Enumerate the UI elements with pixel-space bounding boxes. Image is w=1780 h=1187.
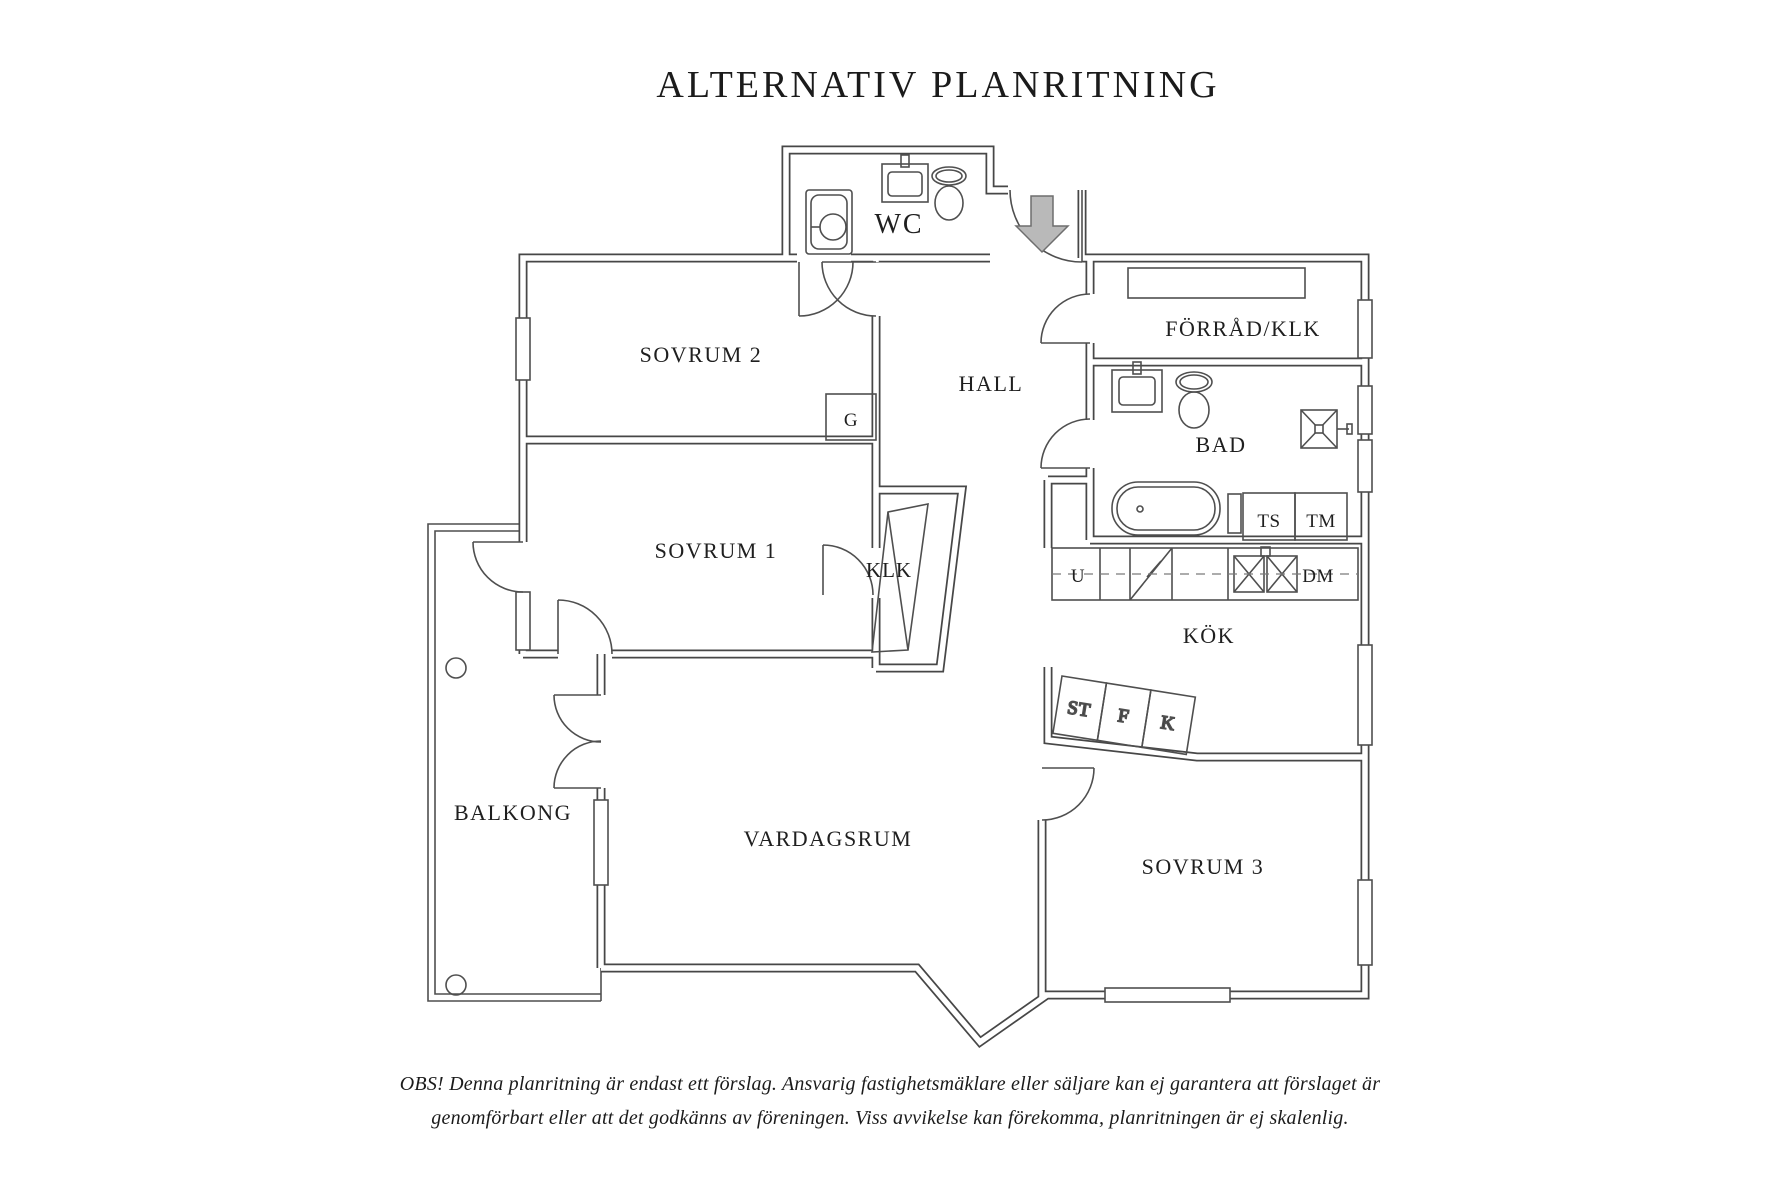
washing-machine-icon bbox=[805, 189, 853, 255]
washing-machine-box bbox=[1294, 492, 1348, 541]
window-icon bbox=[1357, 644, 1373, 746]
disclaimer-line-2: genomförbart eller att det godkänns av f… bbox=[431, 1107, 1348, 1129]
sovrum3-door-icon bbox=[1041, 767, 1095, 821]
washing-machine-label: TM bbox=[1306, 511, 1336, 532]
room-label-forrad-klk: FÖRRÅD/KLK bbox=[1165, 316, 1321, 341]
balcony-outline bbox=[427, 523, 602, 1002]
disclaimer-line-1: OBS! Denna planritning är endast ett för… bbox=[400, 1073, 1380, 1095]
window-icon bbox=[1357, 299, 1373, 359]
walls-inner-line bbox=[523, 150, 1365, 1042]
room-labels: WC SOVRUM 2 HALL FÖRRÅD/KLK BAD SOVRUM 1… bbox=[454, 209, 1321, 879]
bad-door-icon bbox=[1040, 418, 1091, 469]
wc-door-icon bbox=[798, 261, 854, 317]
toilet-icon bbox=[931, 166, 967, 186]
balcony-double-door-icon bbox=[553, 740, 602, 789]
room-label-sovrum1: SOVRUM 1 bbox=[655, 538, 778, 563]
windows bbox=[515, 299, 1373, 1003]
klk-wardrobe-icon bbox=[871, 502, 929, 653]
room-label-balkong: BALKONG bbox=[454, 800, 572, 825]
kitchen-tall-cabinets: ST F K bbox=[1052, 675, 1197, 756]
appliance-labels: G TS TM U DM bbox=[844, 410, 1336, 587]
fridge-label: K bbox=[1159, 712, 1176, 735]
wardrobe-label: G bbox=[844, 410, 858, 431]
window-icon bbox=[1104, 987, 1231, 1003]
room-label-bad: BAD bbox=[1196, 432, 1247, 457]
room-label-sovrum2: SOVRUM 2 bbox=[640, 342, 763, 367]
window-icon bbox=[515, 317, 531, 381]
sink-icon bbox=[881, 163, 929, 203]
room-label-hall: HALL bbox=[959, 371, 1024, 396]
wc-fixtures bbox=[805, 154, 967, 255]
sovrum1-door-icon bbox=[557, 599, 613, 655]
room-label-wc: WC bbox=[874, 209, 923, 240]
sink-icon bbox=[1111, 369, 1163, 413]
storage-closet-icon bbox=[1127, 267, 1306, 299]
room-label-kok: KÖK bbox=[1183, 623, 1235, 648]
sovrum1-balcony-door-icon bbox=[472, 541, 524, 593]
wardrobe-box bbox=[825, 393, 877, 441]
window-icon bbox=[1357, 439, 1373, 493]
sovrum2-door-icon bbox=[821, 261, 877, 317]
bathroom-fixtures bbox=[1111, 361, 1353, 541]
klk-door-icon bbox=[822, 544, 874, 596]
balcony-post-icon bbox=[445, 657, 467, 679]
oven-label: U bbox=[1071, 566, 1085, 587]
balcony-post-icon bbox=[445, 974, 467, 996]
window-icon bbox=[515, 591, 531, 651]
fridge-box bbox=[1140, 689, 1197, 756]
cleaning-cabinet-label: ST bbox=[1066, 697, 1092, 721]
radiator-icon bbox=[1227, 493, 1242, 534]
room-label-klk: KLK bbox=[866, 558, 912, 582]
forrad-door-icon bbox=[1040, 293, 1091, 344]
page-title: ALTERNATIV PLANRITNING bbox=[656, 64, 1219, 106]
entry-arrow-icon bbox=[1014, 195, 1070, 254]
bathtub-icon bbox=[1111, 481, 1221, 536]
faucet-icon bbox=[1260, 546, 1271, 557]
window-icon bbox=[1357, 879, 1373, 966]
freezer-label: F bbox=[1116, 705, 1130, 727]
room-label-vardagsrum: VARDAGSRUM bbox=[744, 826, 913, 851]
drying-cabinet-label: TS bbox=[1257, 511, 1280, 532]
walls bbox=[523, 150, 1365, 1042]
doors bbox=[472, 189, 1095, 821]
window-icon bbox=[593, 799, 609, 886]
room-label-sovrum3: SOVRUM 3 bbox=[1142, 854, 1265, 879]
balcony-double-door-icon bbox=[553, 694, 602, 743]
window-icon bbox=[1357, 385, 1373, 435]
dishwasher-label: DM bbox=[1302, 566, 1334, 587]
